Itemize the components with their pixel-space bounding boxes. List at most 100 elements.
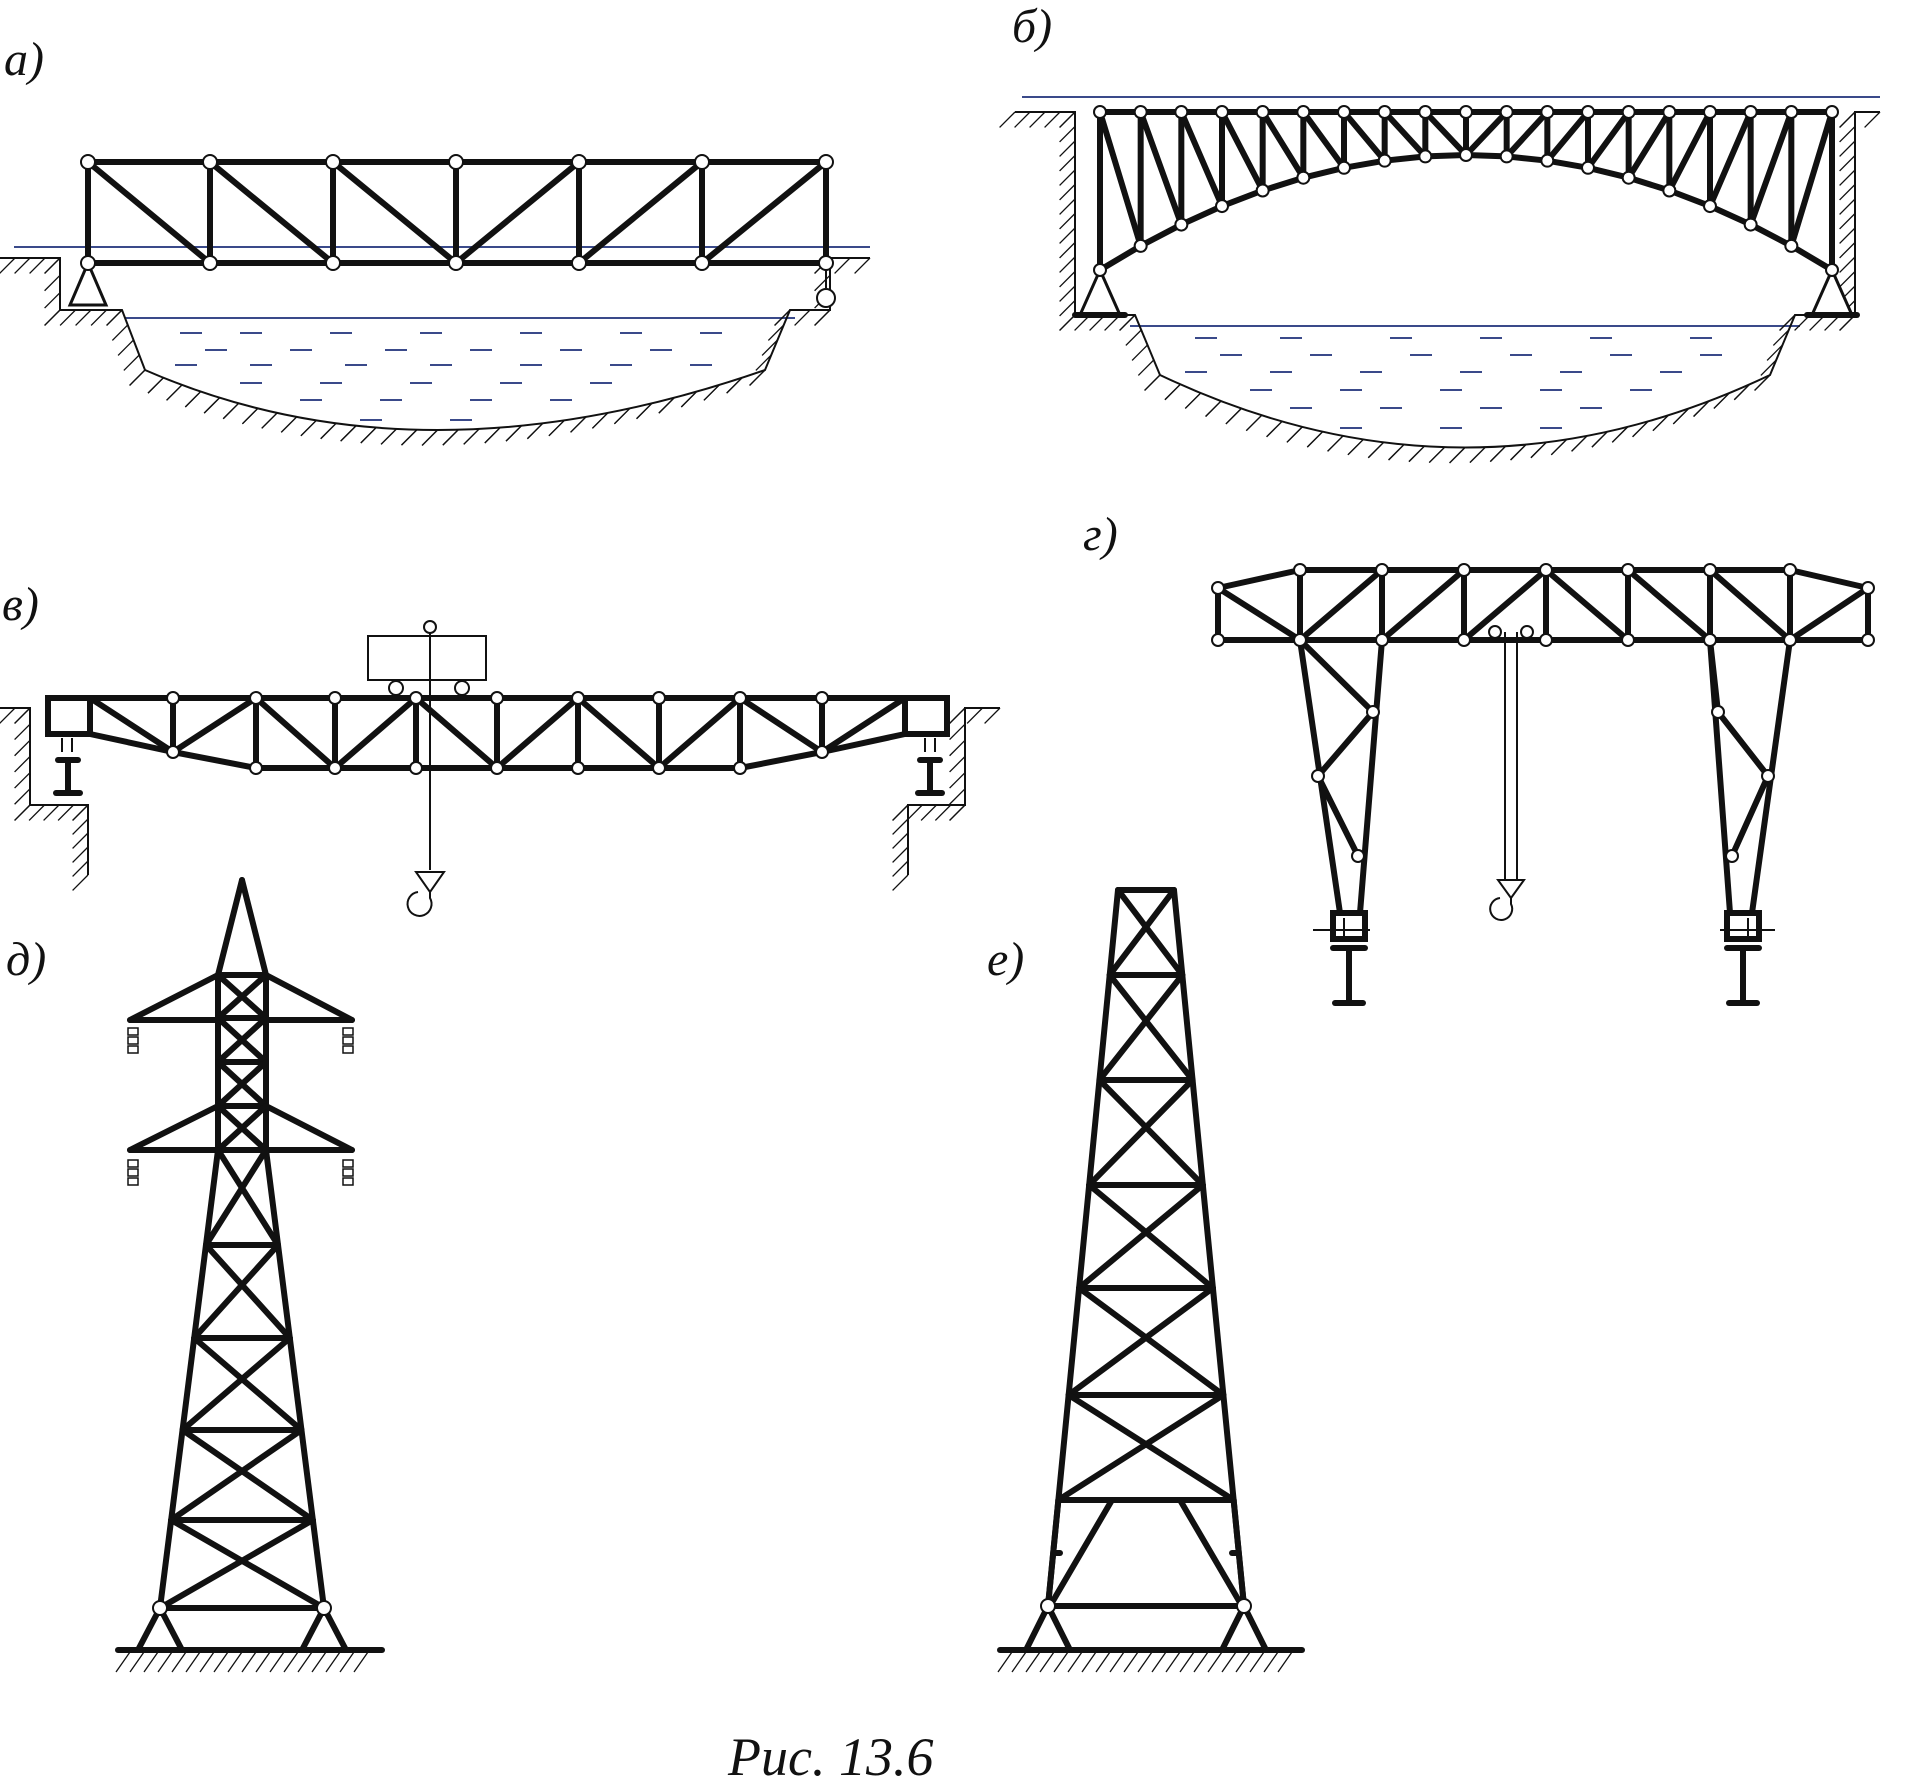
hatch-tick [280, 416, 298, 433]
truss-member [1461, 567, 1549, 643]
truss-member [87, 731, 176, 755]
truss-joint [571, 255, 587, 271]
truss-joint [818, 154, 834, 170]
truss-member [1341, 109, 1388, 164]
hatch-tick [90, 309, 107, 326]
truss-member [737, 749, 825, 771]
hatch-tick [1327, 435, 1344, 452]
hatch-tick [1205, 400, 1222, 417]
truss-member [1086, 1077, 1196, 1188]
truss-member [699, 159, 829, 266]
hatch-tick [1059, 300, 1076, 317]
hatch-tick [72, 818, 89, 835]
hatch-tick [949, 804, 966, 821]
hatch-tick [1713, 392, 1730, 409]
truss-member [239, 877, 269, 978]
sheave-left [1488, 625, 1502, 639]
hatch-tick [1164, 383, 1181, 401]
riverbed-outline [0, 257, 870, 431]
truss-member [127, 1103, 221, 1153]
hatch-tick [184, 391, 202, 408]
truss-joint [1703, 199, 1717, 214]
truss-joint [1293, 563, 1307, 577]
hatch-tick [171, 1651, 187, 1673]
support-pin [152, 1600, 168, 1616]
truss-joint [202, 154, 218, 170]
diagram-d-transmission-tower: д) [6, 877, 385, 1673]
hatch-tick [949, 739, 966, 757]
crane-truss-members [87, 695, 908, 771]
hatch-tick [320, 422, 337, 440]
truss-joint [80, 154, 96, 170]
insulator [342, 1177, 354, 1186]
truss-member [1543, 567, 1631, 643]
hatch-tick [421, 429, 438, 446]
truss-joint [1539, 563, 1553, 577]
hatch-tick [14, 739, 31, 757]
hatch-tick [1144, 374, 1161, 391]
truss-member [215, 877, 245, 978]
truss-member [1065, 1285, 1216, 1398]
truss-member [191, 1242, 282, 1341]
truss-joint [1621, 105, 1636, 119]
truss-joint [1662, 105, 1677, 119]
hatch-tick [360, 427, 377, 444]
hook-icon [406, 891, 433, 917]
hatch-tick [505, 425, 522, 442]
hatch-tick [949, 707, 966, 724]
hatch-tick [340, 425, 357, 442]
hatch-tick [115, 1651, 131, 1673]
water-dashes [1185, 337, 1722, 429]
hatch-tick [949, 756, 966, 773]
hatch-tick [1839, 155, 1856, 172]
truss-joint [1337, 160, 1351, 175]
truss-member [1788, 109, 1835, 249]
hatch-tick [241, 1651, 257, 1673]
truss-joint [1293, 633, 1307, 647]
truss-member [157, 1147, 221, 1611]
truss-member [1707, 567, 1793, 643]
truss-joint [249, 761, 263, 775]
hatch-tick [1059, 285, 1076, 302]
truss-joints [80, 154, 834, 271]
hatch-tick [72, 874, 89, 891]
hatch-tick [213, 1651, 229, 1673]
hatch-tick [401, 429, 418, 446]
hatch-tick [949, 788, 966, 805]
tower-members [127, 877, 355, 1611]
gantry-truss-members [1215, 567, 1871, 916]
truss-member [1747, 109, 1795, 228]
hatch-tick [1039, 1651, 1055, 1673]
truss-member [330, 159, 459, 266]
hatch-tick [241, 407, 259, 425]
truss-member [1787, 567, 1871, 591]
support-pin [316, 1600, 332, 1616]
truss-member [1096, 972, 1186, 1083]
hatch-tick [143, 1651, 159, 1673]
truss-joints [1093, 105, 1839, 277]
truss-joint [1499, 105, 1514, 119]
hatch-tick [14, 804, 31, 821]
truss-member [1585, 109, 1632, 171]
truss-joint [1457, 563, 1471, 577]
hatch-tick [28, 804, 45, 821]
truss-joint [490, 761, 504, 775]
truss-member [1315, 773, 1361, 859]
truss-joint [1861, 581, 1875, 595]
hatch-tick [14, 707, 31, 724]
roller-support-right [816, 288, 836, 308]
truss-joint [1093, 105, 1107, 119]
trolley-wheel-left [388, 680, 404, 696]
truss-joint [1377, 153, 1392, 168]
end-carriage-right [902, 695, 950, 737]
truss-member [202, 1147, 269, 1248]
truss-joint [1133, 105, 1148, 119]
rail-left [53, 738, 83, 796]
hatch-tick [129, 1651, 145, 1673]
truss-member [263, 1103, 355, 1153]
truss-joint [1366, 705, 1380, 719]
hatch-tick [997, 1651, 1013, 1673]
hatch-tick [1184, 392, 1202, 409]
truss-joint [1783, 563, 1797, 577]
hatch-tick [44, 257, 61, 274]
